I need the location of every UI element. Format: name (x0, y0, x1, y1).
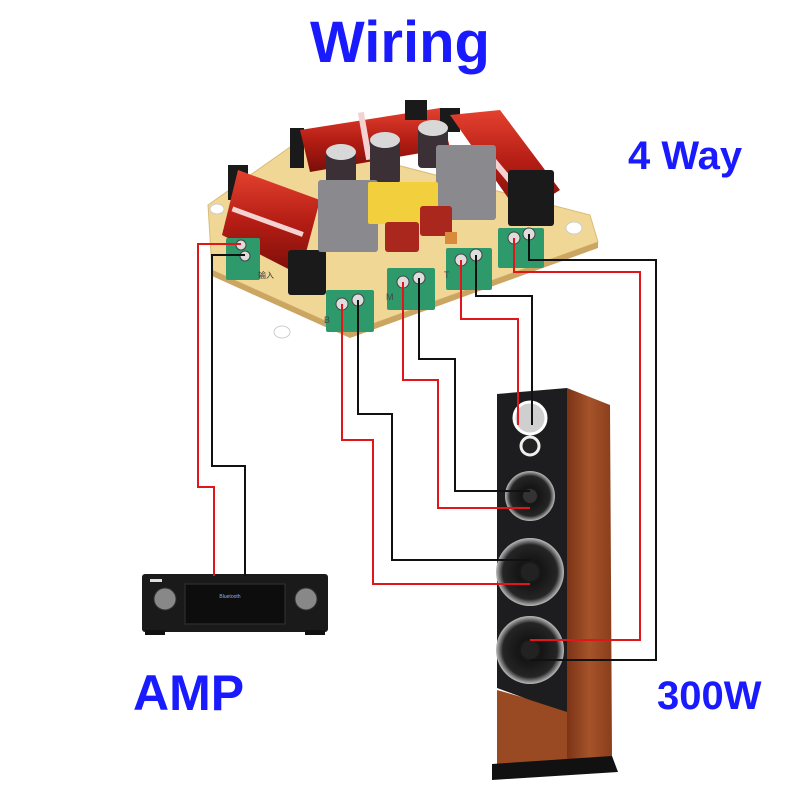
amp-display (184, 583, 286, 625)
driver-dustcap (521, 641, 539, 659)
mount-foot (273, 325, 291, 339)
wire-input-positive (197, 243, 241, 576)
wire-m-positive (402, 282, 530, 509)
av-amplifier: Bluetooth (142, 574, 328, 635)
inductor-coil (222, 165, 326, 295)
mount-foot (565, 221, 583, 235)
tweeter-dome (519, 435, 541, 457)
wire-b-positive (341, 304, 530, 585)
amp-display-text: Bluetooth (219, 594, 240, 600)
tweeter-ribbon (512, 400, 548, 436)
driver-dustcap (523, 489, 537, 503)
mkp-capacitor (420, 206, 452, 236)
pcb-edge (212, 242, 598, 338)
speaker-side (567, 388, 612, 768)
driver-dustcap (521, 563, 539, 581)
wire-bb-negative (528, 234, 657, 661)
volume-knob-right[interactable] (294, 587, 318, 611)
wire-m-negative (418, 278, 530, 492)
floorstanding-speaker (492, 388, 618, 780)
amp-foot (305, 630, 325, 635)
terminal-label-m: M (386, 292, 394, 302)
input-label: 输入 (258, 270, 274, 280)
terminal-bass[interactable] (326, 290, 374, 332)
wires (197, 234, 657, 661)
wire-input-negative (211, 254, 246, 576)
wire-t-negative (475, 255, 533, 425)
amp-logo (150, 579, 162, 582)
volume-knob-left[interactable] (153, 587, 177, 611)
speaker-front-base (497, 690, 567, 768)
small-capacitor (445, 232, 457, 244)
terminal-label-b: B (324, 315, 330, 325)
speaker-plinth (492, 756, 618, 780)
power-label: 300W (657, 674, 762, 718)
terminal-mid[interactable] (387, 268, 435, 310)
film-capacitor (436, 145, 496, 220)
amp-foot (145, 630, 165, 635)
way-label: 4 Way (628, 134, 743, 178)
terminal-low-bass[interactable] (498, 227, 544, 268)
wire-t-positive (460, 260, 519, 425)
crossover-board: 输入 B M T (207, 100, 599, 339)
inductor-coil (440, 108, 560, 226)
input-terminal[interactable] (226, 238, 260, 280)
wire-bb-positive (513, 238, 641, 641)
terminal-tweeter[interactable] (446, 248, 492, 290)
amp-label: AMP (133, 665, 245, 721)
mount-foot (209, 203, 225, 215)
terminal-label-t: T (444, 270, 450, 280)
film-capacitor (318, 180, 378, 252)
electrolytic-capacitor (370, 132, 400, 184)
wire-b-negative (357, 300, 530, 561)
mkp-capacitor (385, 222, 419, 252)
page-title: Wiring (310, 10, 490, 75)
